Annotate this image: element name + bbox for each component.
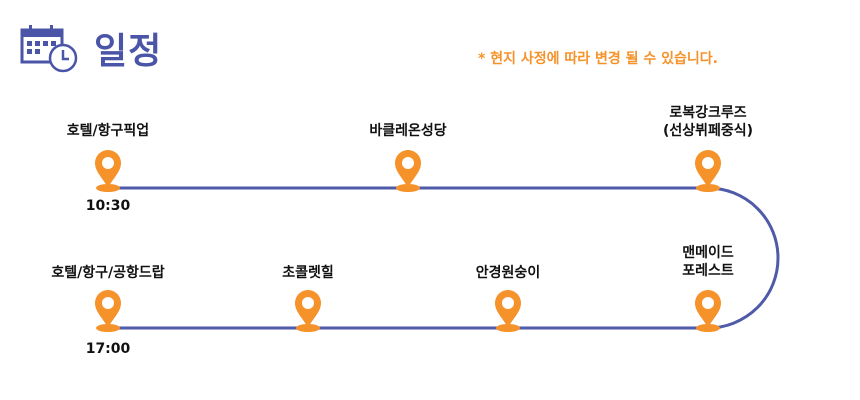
stop-label-hotel-pickup: 호텔/항구픽업 [66,123,150,139]
stop-label-line2: 포레스트 [682,263,734,279]
map-pin-icon [493,288,523,332]
stop-label-tarsier: 안경원숭이 [475,265,541,281]
calendar-clock-icon [20,25,78,73]
stop-label-baclayon-church: 바클레온성당 [369,123,447,139]
map-pin-icon [693,148,723,192]
start-time: 10:30 [85,198,131,214]
map-pin-icon [93,148,123,192]
map-pin-icon [693,288,723,332]
page-title: 일정 [94,31,163,72]
notice-text: * 현지 사정에 따라 변경 될 수 있습니다. [478,51,718,67]
stop-label-loboc-river-cruise: 로복강크루즈 (선상뷔페중식) [618,104,798,140]
stop-label-chocolate-hills: 초콜렛힐 [282,265,334,281]
end-time: 17:00 [85,341,131,357]
map-pin-icon [93,288,123,332]
stop-label-line1: 로복강크루즈 [669,105,747,121]
stop-label-line1: 맨메이드 [682,245,734,261]
map-pin-icon [393,148,423,192]
stop-label-hotel-dropoff: 호텔/항구/공항드랍 [51,265,165,281]
map-pin-icon [293,288,323,332]
stop-label-line2: (선상뷔페중식) [662,123,754,139]
stop-label-manmade-forest: 맨메이드 포레스트 [618,244,798,280]
